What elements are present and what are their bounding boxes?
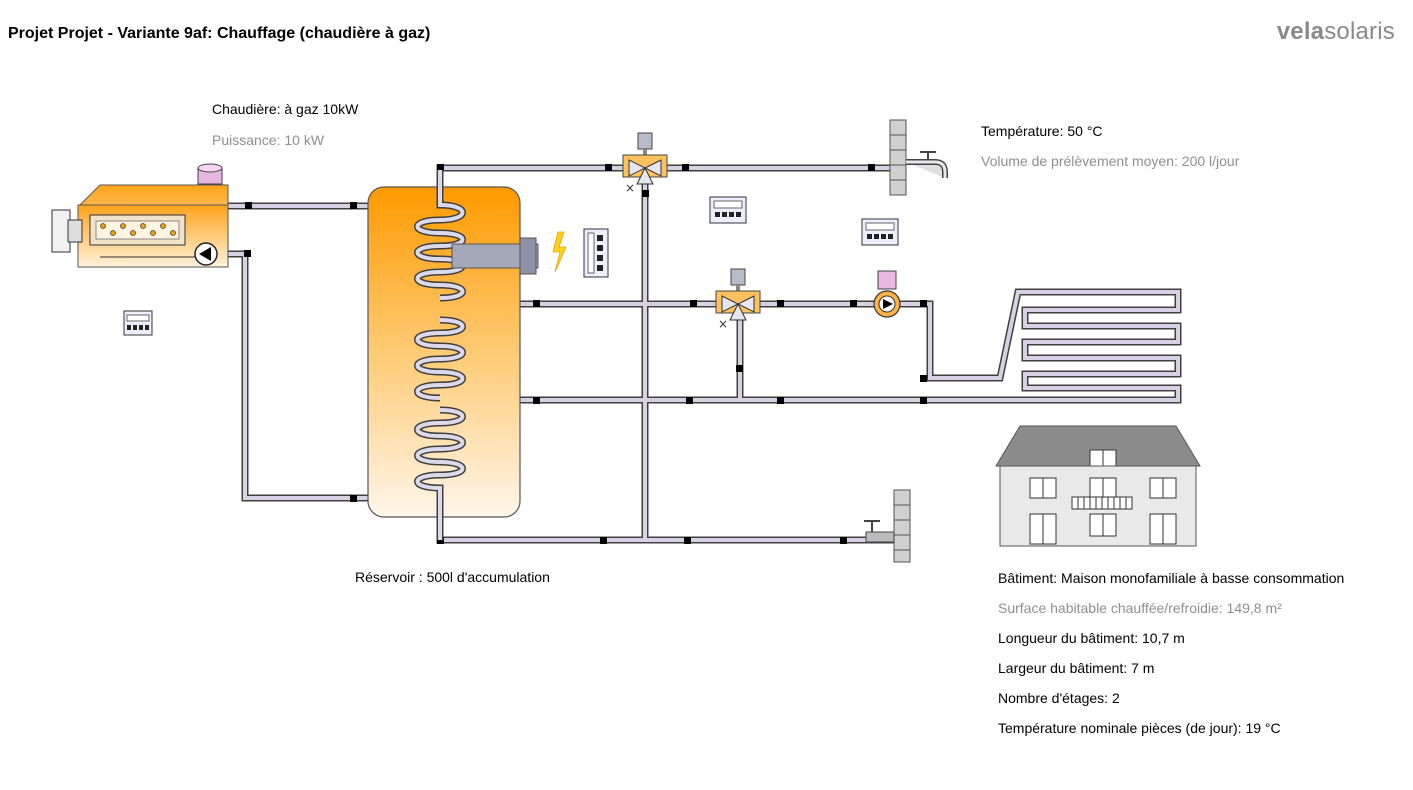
brand-logo: velasolaris (1276, 18, 1395, 45)
house-icon[interactable] (995, 425, 1201, 547)
boiler-power: Puissance: 10 kW (212, 132, 325, 148)
tank-label: Réservoir : 500l d'accumulation (355, 569, 550, 585)
tap-icon[interactable] (864, 489, 911, 563)
mixing-valve-icon[interactable]: × (622, 132, 668, 195)
building-width: Largeur du bâtiment: 7 m (998, 660, 1155, 676)
tap-icon[interactable] (889, 119, 948, 196)
hot-water-temperature: Température: 50 °C (981, 123, 1103, 139)
controller-icon[interactable] (583, 228, 609, 278)
svg-text:×: × (718, 317, 728, 331)
electric-heater-icon (552, 231, 567, 273)
storage-tank-icon[interactable] (367, 170, 539, 540)
controller-icon[interactable] (861, 218, 899, 246)
controller-icon[interactable] (709, 196, 747, 224)
building-room-temperature: Température nominale pièces (de jour): 1… (998, 720, 1281, 736)
building-area: Surface habitable chauffée/refroidie: 14… (998, 600, 1282, 616)
boiler-icon[interactable] (51, 163, 229, 268)
boiler-label: Chaudière: à gaz 10kW (212, 101, 359, 117)
building-length: Longueur du bâtiment: 10,7 m (998, 630, 1185, 646)
svg-text:×: × (625, 181, 635, 195)
pipe-junctions (244, 164, 927, 544)
mixing-valve-icon[interactable]: × (715, 268, 761, 331)
controller-icon[interactable] (123, 310, 153, 336)
building-floors: Nombre d'étages: 2 (998, 690, 1120, 706)
boiler-pump-icon[interactable] (194, 242, 218, 266)
building-type: Bâtiment: Maison monofamiliale à basse c… (998, 570, 1345, 586)
building-info: Bâtiment: Maison monofamiliale à basse c… (998, 563, 1344, 743)
hot-water-volume: Volume de prélèvement moyen: 200 l/jour (981, 153, 1240, 169)
pump-icon[interactable] (873, 270, 901, 318)
page-title: Projet Projet - Variante 9af: Chauffage … (8, 25, 431, 42)
